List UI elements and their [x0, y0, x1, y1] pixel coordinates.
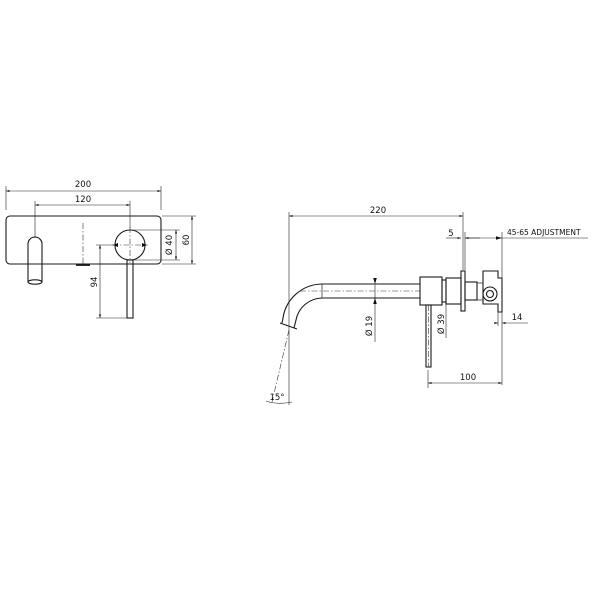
dim-spout-to-handle: 120 — [75, 195, 91, 205]
dim-lever-to-wall: 100 — [460, 373, 476, 383]
lever — [126, 259, 134, 319]
dim-spout-diameter: Ø 19 — [364, 316, 375, 336]
dim-flow-angle: 15° — [269, 393, 284, 403]
front-view: 200 120 Ø 40 60 94 — [5, 180, 196, 319]
dim-plate-thickness: 5 — [448, 229, 453, 239]
dim-handle-diameter: Ø 40 — [164, 235, 175, 255]
side-view: 220 5 45-65 ADJUSTMENT Ø 19 Ø 39 14 100 … — [265, 206, 588, 405]
valve-cartridge — [477, 270, 503, 313]
dim-overall-width: 200 — [75, 180, 91, 190]
wall-plate-side — [460, 270, 466, 312]
dim-body-diameter: Ø 39 — [436, 314, 447, 334]
spout-front — [27, 236, 43, 285]
wall-plate — [5, 215, 162, 265]
dim-adjustment: 45-65 ADJUSTMENT — [507, 228, 581, 237]
dim-spout-reach: 220 — [370, 206, 386, 216]
dim-lever-drop: 94 — [90, 277, 100, 288]
valve-body — [419, 276, 443, 306]
spout-side — [279, 283, 420, 330]
dim-valve-offset: 14 — [512, 313, 523, 323]
flow-line — [271, 329, 290, 403]
dim-plate-height: 60 — [182, 235, 192, 246]
